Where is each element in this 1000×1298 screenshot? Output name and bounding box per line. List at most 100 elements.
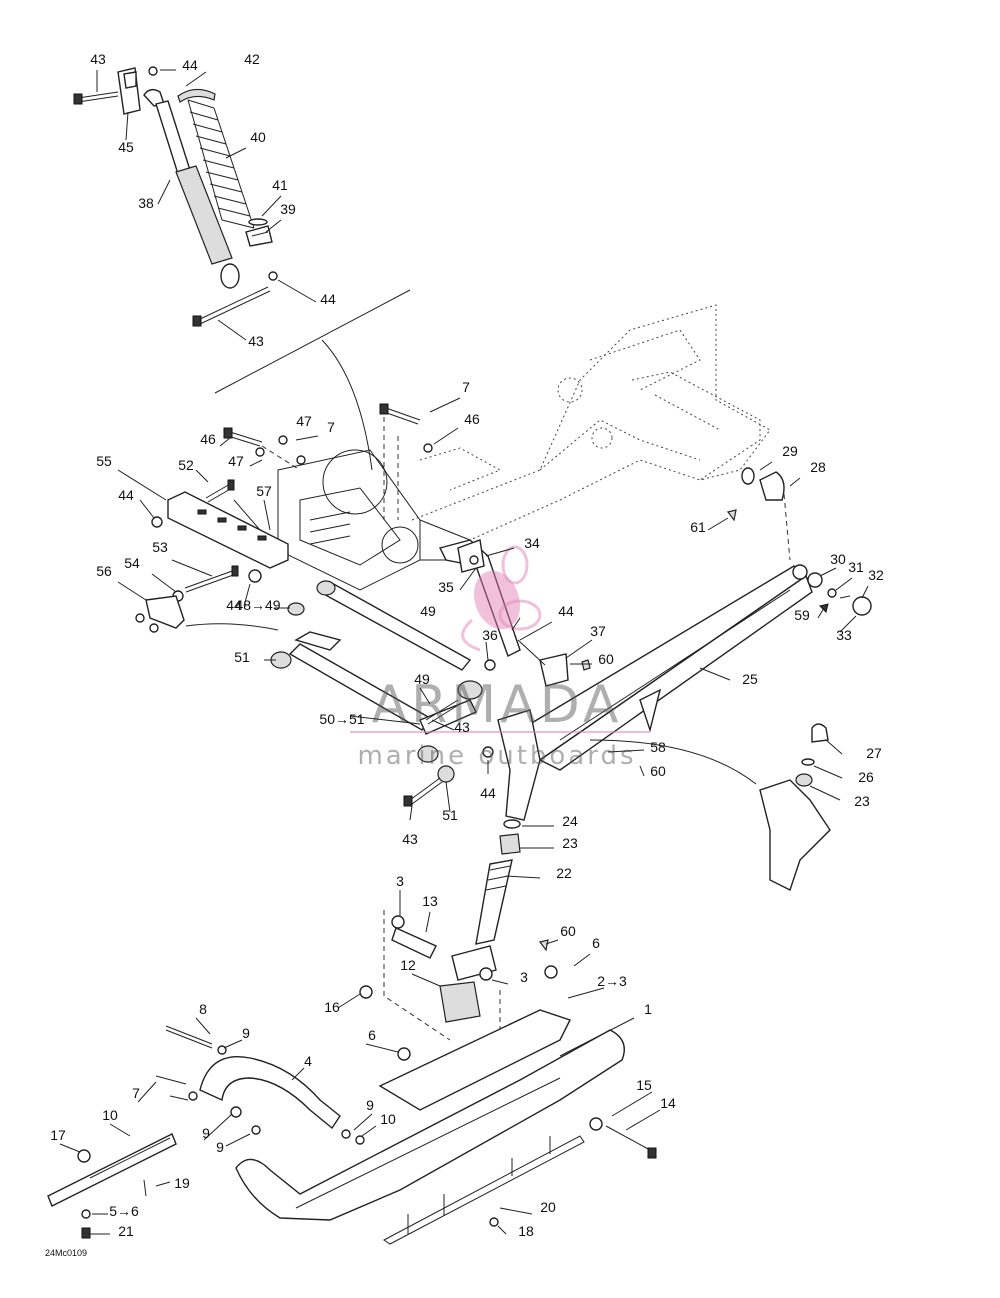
- bolt-group-7-46: [223, 403, 433, 520]
- callout-label: 18: [518, 1223, 534, 1239]
- ski-hardware: [359, 910, 558, 1061]
- armada-logo-icon: [461, 545, 542, 652]
- callout-label: 61: [690, 519, 706, 535]
- callout-label: 44: [558, 603, 574, 619]
- lower-a-arm: [270, 631, 496, 807]
- callout-label: 23: [854, 793, 870, 809]
- bracket-56-group: [135, 565, 305, 633]
- callout-label: 17: [50, 1127, 66, 1143]
- callout-label: 56: [96, 563, 112, 579]
- callout-label: 8: [199, 1001, 207, 1017]
- callout-label: 43: [454, 719, 470, 735]
- callout-label: 41: [272, 177, 288, 193]
- callout-label: 44: [118, 487, 134, 503]
- callout-label: 39: [280, 201, 296, 217]
- callout-label: 43: [90, 51, 106, 67]
- callout-label: 46: [464, 411, 480, 427]
- armada-watermark: ARMADA marine outboards: [350, 545, 650, 771]
- callout-label: 14: [660, 1095, 676, 1111]
- callout-label: 13: [422, 893, 438, 909]
- callout-label: 46: [200, 431, 216, 447]
- callout-label: 10: [380, 1111, 396, 1127]
- callout-label: 5→6: [109, 1203, 139, 1219]
- callout-label: 24: [562, 813, 578, 829]
- callout-label: 4: [304, 1053, 312, 1069]
- callout-label: 47: [296, 413, 312, 429]
- callout-label: 29: [782, 443, 798, 459]
- callout-label: 6: [368, 1027, 376, 1043]
- bracket-55: [151, 479, 289, 569]
- callout-label: 3: [396, 873, 404, 889]
- callout-label: 27: [866, 745, 882, 761]
- callout-label: 3: [520, 969, 528, 985]
- callout-label: 55: [96, 453, 112, 469]
- diagram-code: 24Mc0109: [45, 1248, 87, 1258]
- detail-kingpin: [589, 723, 831, 891]
- callout-label: 16: [324, 999, 340, 1015]
- callout-label: 49: [420, 603, 436, 619]
- callout-label: 48→49: [235, 597, 280, 613]
- callout-label: 44: [320, 291, 336, 307]
- trailing-arm-25: [497, 564, 813, 821]
- callout-label: 9: [216, 1139, 224, 1155]
- callout-label: 51: [234, 649, 250, 665]
- callout-label: 31: [848, 559, 864, 575]
- callout-label: 2→3: [597, 973, 627, 989]
- steering-column: [451, 819, 521, 981]
- callout-label: 22: [556, 865, 572, 881]
- callout-label: 37: [590, 623, 606, 639]
- leader-lines: [59, 69, 869, 1235]
- callout-label: 54: [124, 555, 140, 571]
- callout-label: 52: [178, 457, 194, 473]
- link-34-37: [457, 539, 591, 687]
- callout-label: 44: [182, 57, 198, 73]
- callout-label: 59: [794, 607, 810, 623]
- callout-label: 1: [644, 1001, 652, 1017]
- callout-label: 51: [442, 807, 458, 823]
- callout-label: 33: [836, 627, 852, 643]
- callout-label: 57: [256, 483, 272, 499]
- callout-label: 26: [858, 769, 874, 785]
- callout-label: 40: [250, 129, 266, 145]
- chassis-frame: [277, 304, 771, 591]
- callout-label: 53: [152, 539, 168, 555]
- callout-label: 19: [174, 1175, 190, 1191]
- callout-label: 7: [327, 419, 335, 435]
- callout-label: 15: [636, 1077, 652, 1093]
- callout-label: 49: [414, 671, 430, 687]
- callout-label: 50→51: [319, 711, 364, 727]
- callout-label: 23: [562, 835, 578, 851]
- callout-label: 60: [560, 923, 576, 939]
- callout-label: 28: [810, 459, 826, 475]
- ski: [235, 1009, 657, 1245]
- callout-label: 25: [742, 671, 758, 687]
- callout-label: 43: [248, 333, 264, 349]
- callout-label: 58: [650, 739, 666, 755]
- callout-label: 30: [830, 551, 846, 567]
- callout-label: 9: [366, 1097, 374, 1113]
- callout-label: 12: [400, 957, 416, 973]
- callout-label: 47: [228, 453, 244, 469]
- callout-label: 21: [118, 1223, 134, 1239]
- callout-label: 7: [462, 379, 470, 395]
- callout-label: 42: [244, 51, 260, 67]
- callout-label: 60: [650, 763, 666, 779]
- shock-absorber-group: [73, 66, 278, 327]
- pivot-hardware: [726, 467, 872, 616]
- callout-label: 38: [138, 195, 154, 211]
- callout-label: 45: [118, 139, 134, 155]
- callout-label: 9: [242, 1025, 250, 1041]
- callout-label: 20: [540, 1199, 556, 1215]
- callout-label: 44: [226, 597, 242, 613]
- callout-label: 36: [482, 627, 498, 643]
- callout-label: 43: [402, 831, 418, 847]
- callout-label: 10: [102, 1107, 118, 1123]
- section-line: [214, 289, 411, 394]
- watermark-subtitle: marine outboards: [357, 741, 636, 771]
- callout-label: 9: [202, 1125, 210, 1141]
- watermark-title: ARMADA: [372, 675, 623, 735]
- callout-label: 7: [132, 1085, 140, 1101]
- callout-label: 34: [524, 535, 540, 551]
